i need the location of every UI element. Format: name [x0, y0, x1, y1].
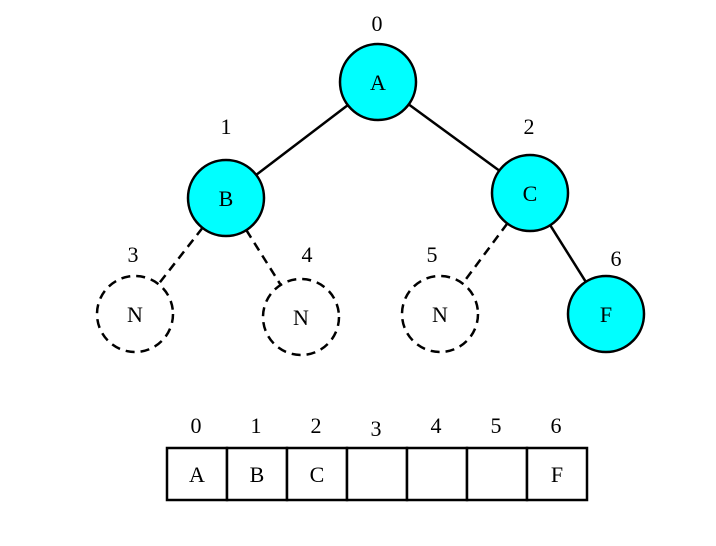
edge-a-c	[407, 103, 501, 172]
array-cell-1: B	[225, 446, 289, 502]
node-label: F	[600, 302, 612, 327]
array-cell-box	[405, 446, 469, 502]
array-index-label: 3	[371, 416, 382, 441]
tree-node-n4: N4	[261, 242, 341, 357]
array-index-label: 4	[431, 413, 442, 438]
array-index-label: 0	[191, 413, 202, 438]
array-cell-6: F	[525, 446, 589, 502]
node-circle	[186, 158, 266, 238]
array-index-label: 5	[491, 413, 502, 438]
array-cell-4	[405, 446, 469, 502]
tree-edges	[157, 103, 587, 286]
node-label: N	[293, 305, 309, 330]
node-index-label: 1	[221, 114, 232, 139]
tree-node-a: A0	[338, 11, 418, 122]
node-label: N	[127, 302, 143, 327]
array-index-label: 6	[551, 413, 562, 438]
array-cell-value: F	[551, 462, 563, 487]
node-circle	[338, 42, 418, 122]
node-label: N	[432, 302, 448, 327]
null-node-circle	[400, 274, 480, 354]
array-cell-value: C	[310, 462, 325, 487]
array-cell-value: A	[189, 462, 205, 487]
node-circle	[566, 274, 646, 354]
node-index-label: 2	[524, 114, 535, 139]
array-cell-box	[345, 446, 409, 502]
tree-node-n3: N3	[95, 242, 175, 354]
array-index-label: 2	[311, 413, 322, 438]
array-cell-5	[465, 446, 529, 502]
node-index-label: 5	[427, 242, 438, 267]
array-cell-box	[525, 446, 589, 502]
node-circle	[490, 153, 570, 233]
array-cell-3	[345, 446, 409, 502]
tree-node-f: F6	[566, 246, 646, 354]
null-node-circle	[95, 274, 175, 354]
tree-node-n5: N5	[400, 242, 480, 354]
node-label: B	[219, 186, 234, 211]
node-index-label: 4	[302, 242, 313, 267]
edge-b-n3	[157, 227, 204, 285]
array-cell-0: A	[165, 446, 229, 502]
array-representation: A B C F 0 1 2 3 4 5 6	[165, 413, 589, 502]
node-label: A	[370, 70, 386, 95]
array-cell-box	[465, 446, 529, 502]
node-index-label: 0	[372, 11, 383, 36]
edge-c-f	[549, 224, 587, 283]
edge-a-b	[255, 104, 349, 176]
edge-c-n5	[461, 222, 509, 285]
array-index-label: 1	[251, 413, 262, 438]
tree-node-b: B1	[186, 114, 266, 238]
array-cell-2: C	[285, 446, 349, 502]
array-cell-value: B	[250, 462, 265, 487]
tree-node-c: C2	[490, 114, 570, 233]
node-index-label: 3	[128, 242, 139, 267]
node-index-label: 6	[611, 246, 622, 271]
null-node-circle	[261, 277, 341, 357]
edge-b-n4	[245, 229, 282, 286]
node-label: C	[523, 181, 538, 206]
